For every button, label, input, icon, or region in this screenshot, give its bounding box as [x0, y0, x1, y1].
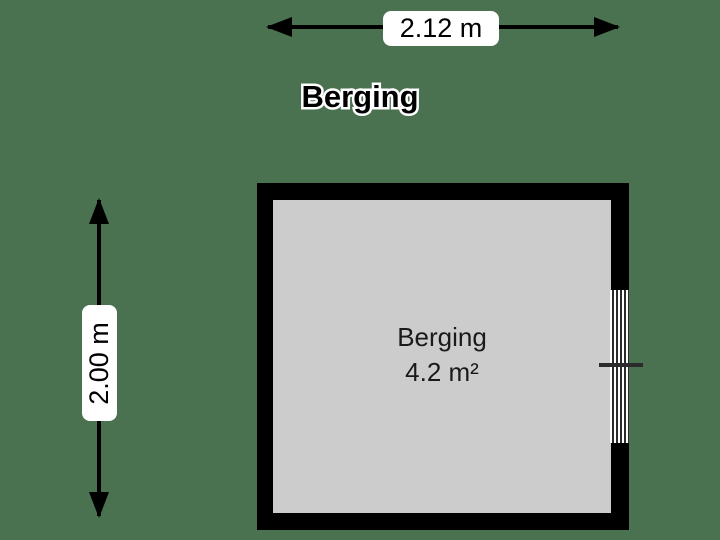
horizontal-dimension-value: 2.12 m [399, 13, 483, 43]
room-name: Berging [397, 322, 487, 352]
vertical-dimension-label: 2.00 m [82, 305, 117, 421]
vertical-dimension-value: 2.00 m [84, 321, 115, 405]
page-title: Berging [299, 77, 421, 116]
room-label: Berging 4.2 m² [273, 320, 611, 390]
room-area: 4.2 m² [405, 357, 479, 388]
horizontal-dimension-label: 2.12 m [383, 11, 499, 46]
room-floor [273, 200, 611, 513]
window-sill-tick-icon [599, 363, 643, 367]
room-walls [257, 183, 629, 530]
